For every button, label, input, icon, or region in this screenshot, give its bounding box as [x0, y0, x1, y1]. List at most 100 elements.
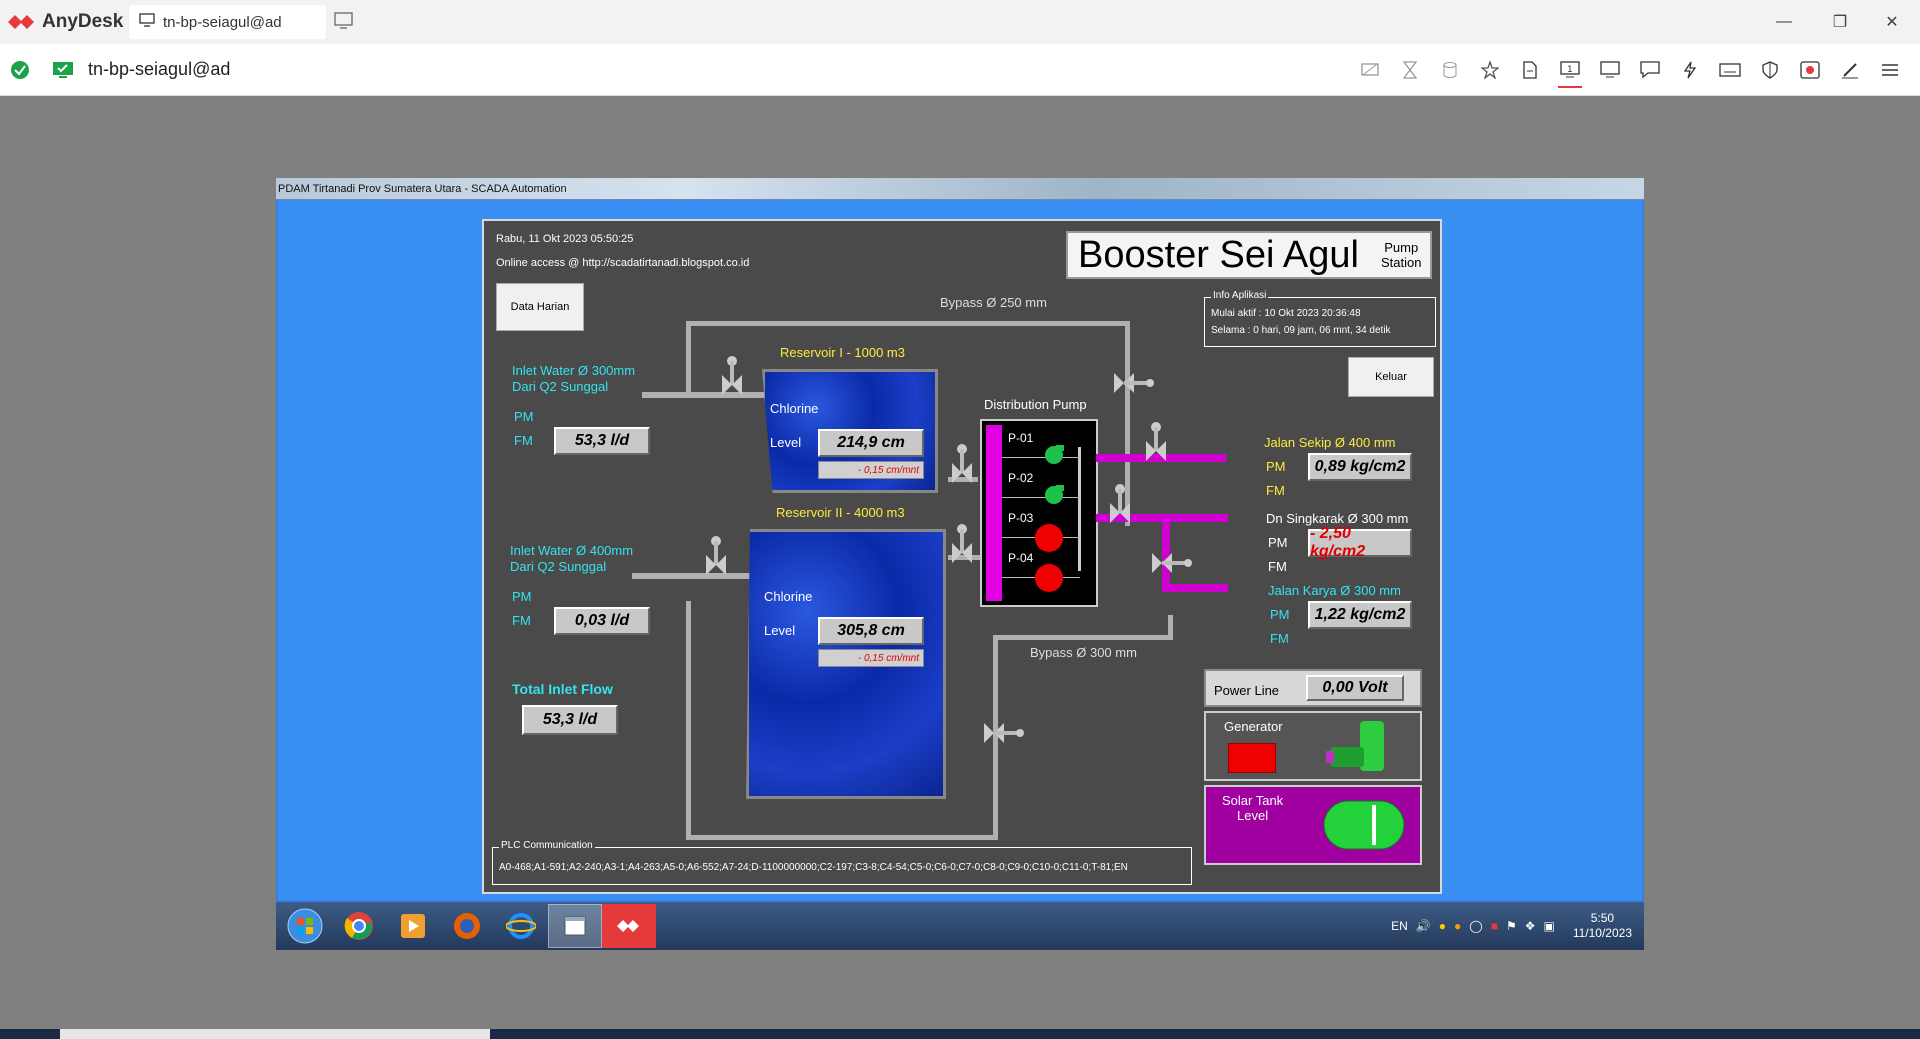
bypass-250-label: Bypass Ø 250 mm	[940, 295, 1047, 310]
distribution-pump-label: Distribution Pump	[984, 397, 1087, 412]
record-icon[interactable]	[1790, 50, 1830, 90]
anydesk-titlebar: AnyDesk tn-bp-seiagul@ad — ❐ ✕	[0, 0, 1920, 44]
reservoir-1-rate: - 0,15 cm/mnt	[818, 461, 924, 479]
clock-time: 5:50	[1590, 911, 1615, 925]
taskbar-internet-explorer[interactable]	[494, 904, 548, 948]
taskbar-anydesk[interactable]	[602, 904, 656, 948]
taskbar-chrome[interactable]	[332, 904, 386, 948]
outlet-sekip-pipe	[1096, 454, 1226, 462]
outlet-sekip-label: Jalan Sekip Ø 400 mm	[1264, 435, 1396, 450]
info-legend: Info Aplikasi	[1211, 290, 1269, 301]
pump-p01-running-icon[interactable]	[1042, 443, 1068, 469]
generator-status-indicator	[1228, 743, 1276, 773]
reservoir-2-rate: - 0,15 cm/mnt	[818, 649, 924, 667]
total-inlet-value: 53,3 l/d	[522, 705, 618, 735]
dropbox-icon[interactable]: ❖	[1524, 919, 1536, 933]
clock[interactable]: 5:50 11/10/2023	[1573, 911, 1632, 941]
inlet-1-pm: PM	[514, 409, 534, 424]
pump-p04-stopped-icon[interactable]	[1032, 561, 1066, 595]
outlet-sekip-valve-icon[interactable]	[1144, 419, 1174, 469]
plc-legend: PLC Communication	[499, 840, 595, 851]
star-icon[interactable]	[1470, 50, 1510, 90]
remote-desktop[interactable]: PDAM Tirtanadi Prov Sumatera Utara - SCA…	[276, 178, 1644, 950]
permissions-shield-icon[interactable]	[1750, 50, 1790, 90]
restore-button[interactable]: ❐	[1832, 14, 1848, 31]
bypass-300-valve-icon[interactable]	[980, 721, 1028, 745]
monitor-tray-icon[interactable]: ▣	[1543, 919, 1555, 933]
outlet-singkarak-valve-icon[interactable]	[1108, 481, 1138, 531]
anydesk-logo: AnyDesk	[8, 11, 123, 33]
outlet-karya-riser	[1162, 514, 1170, 592]
keyboard-icon[interactable]	[1710, 50, 1750, 90]
outlet-sekip-fm: FM	[1266, 483, 1285, 498]
outlet-sekip-pm: PM	[1266, 459, 1286, 474]
taskbar-scada-app[interactable]	[548, 904, 602, 948]
pump-p01-label: P-01	[1008, 431, 1034, 445]
database-icon[interactable]	[1430, 50, 1470, 90]
anydesk-icon	[617, 920, 639, 932]
host-taskbar-edge	[0, 1029, 1920, 1039]
hourglass-icon[interactable]	[1390, 50, 1430, 90]
outlet-karya-valve-icon[interactable]	[1148, 551, 1196, 575]
inlet-1-flow-value: 53,3 l/d	[554, 427, 650, 455]
pump-p03-label: P-03	[1008, 511, 1034, 525]
station-title: Booster Sei Agul	[1078, 233, 1359, 276]
remote-monitor-check-icon	[53, 61, 73, 78]
reservoir-1-level-label: Level	[770, 435, 802, 450]
bypass-300-label: Bypass Ø 300 mm	[1030, 645, 1137, 660]
outlet-singkarak-label: Dn Singkarak Ø 300 mm	[1266, 511, 1409, 526]
chat-icon[interactable]	[1630, 50, 1670, 90]
bypass-300-pipe-bottom	[686, 835, 998, 840]
bypass-250-valve-icon[interactable]	[1110, 371, 1158, 395]
inlet-2-valve-icon[interactable]	[704, 533, 734, 583]
close-button[interactable]: ✕	[1885, 14, 1899, 31]
menu-icon[interactable]	[1870, 50, 1910, 90]
pump-p02-running-icon[interactable]	[1042, 483, 1068, 509]
session-tab[interactable]: tn-bp-seiagul@ad	[129, 5, 326, 39]
flag-icon[interactable]: ⚑	[1505, 919, 1517, 933]
monitor-one-icon[interactable]: 1	[1550, 50, 1590, 90]
taskbar-media-player[interactable]	[386, 904, 440, 948]
display-icon[interactable]	[1590, 50, 1630, 90]
reservoir-2-label: Reservoir II - 4000 m3	[776, 505, 905, 520]
pump-p04-label: P-04	[1008, 551, 1034, 565]
start-button[interactable]	[278, 904, 332, 948]
pump-p03-stopped-icon[interactable]	[1032, 521, 1066, 555]
res2-outlet-valve-icon[interactable]	[950, 521, 980, 571]
session-tab-label: tn-bp-seiagul@ad	[163, 13, 282, 31]
keluar-button[interactable]: Keluar	[1348, 357, 1434, 397]
bypass-250-pipe-right	[1125, 321, 1130, 526]
network-icon[interactable]: ●	[1438, 919, 1447, 933]
inlet-1-pipe	[642, 392, 780, 398]
anydesk-tray-icon[interactable]: ■	[1490, 919, 1498, 933]
inlet-1-valve-icon[interactable]	[720, 353, 750, 403]
internet-explorer-icon	[506, 913, 536, 939]
outlet-karya-pm: PM	[1270, 607, 1290, 622]
volume-icon[interactable]: 🔊	[1415, 919, 1431, 933]
file-transfer-icon[interactable]	[1510, 50, 1550, 90]
privacy-icon[interactable]	[1350, 50, 1390, 90]
outlet-karya-pipe	[1162, 584, 1228, 592]
power-line-value: 0,00 Volt	[1306, 675, 1404, 701]
data-harian-button[interactable]: Data Harian	[496, 283, 584, 331]
system-tray: EN 🔊 ● ● ◯ ■ ⚑ ❖ ▣ 5:50 11/10/2023	[1391, 902, 1632, 950]
outlet-karya-label: Jalan Karya Ø 300 mm	[1268, 583, 1401, 598]
anydesk-brand: AnyDesk	[42, 11, 124, 32]
minimize-button[interactable]: —	[1776, 13, 1792, 30]
new-session-icon[interactable]	[334, 12, 354, 35]
outlet-singkarak-fm: FM	[1268, 559, 1287, 574]
generator-panel: Generator	[1204, 711, 1422, 781]
inlet-2-fm: FM	[512, 613, 531, 628]
lightning-icon[interactable]	[1670, 50, 1710, 90]
taskbar-firefox[interactable]	[440, 904, 494, 948]
info-mulai: Mulai aktif : 10 Okt 2023 20:36:48	[1211, 308, 1361, 319]
antivirus-icon[interactable]: ◯	[1469, 919, 1483, 933]
generator-icon	[1326, 721, 1384, 771]
language-indicator[interactable]: EN	[1391, 919, 1408, 933]
update-icon[interactable]: ●	[1454, 919, 1462, 933]
firefox-icon	[454, 913, 480, 939]
res1-outlet-valve-icon[interactable]	[950, 441, 980, 491]
windows-taskbar: EN 🔊 ● ● ◯ ■ ⚑ ❖ ▣ 5:50 11/10/2023	[276, 902, 1644, 950]
whiteboard-pen-icon[interactable]	[1830, 50, 1870, 90]
